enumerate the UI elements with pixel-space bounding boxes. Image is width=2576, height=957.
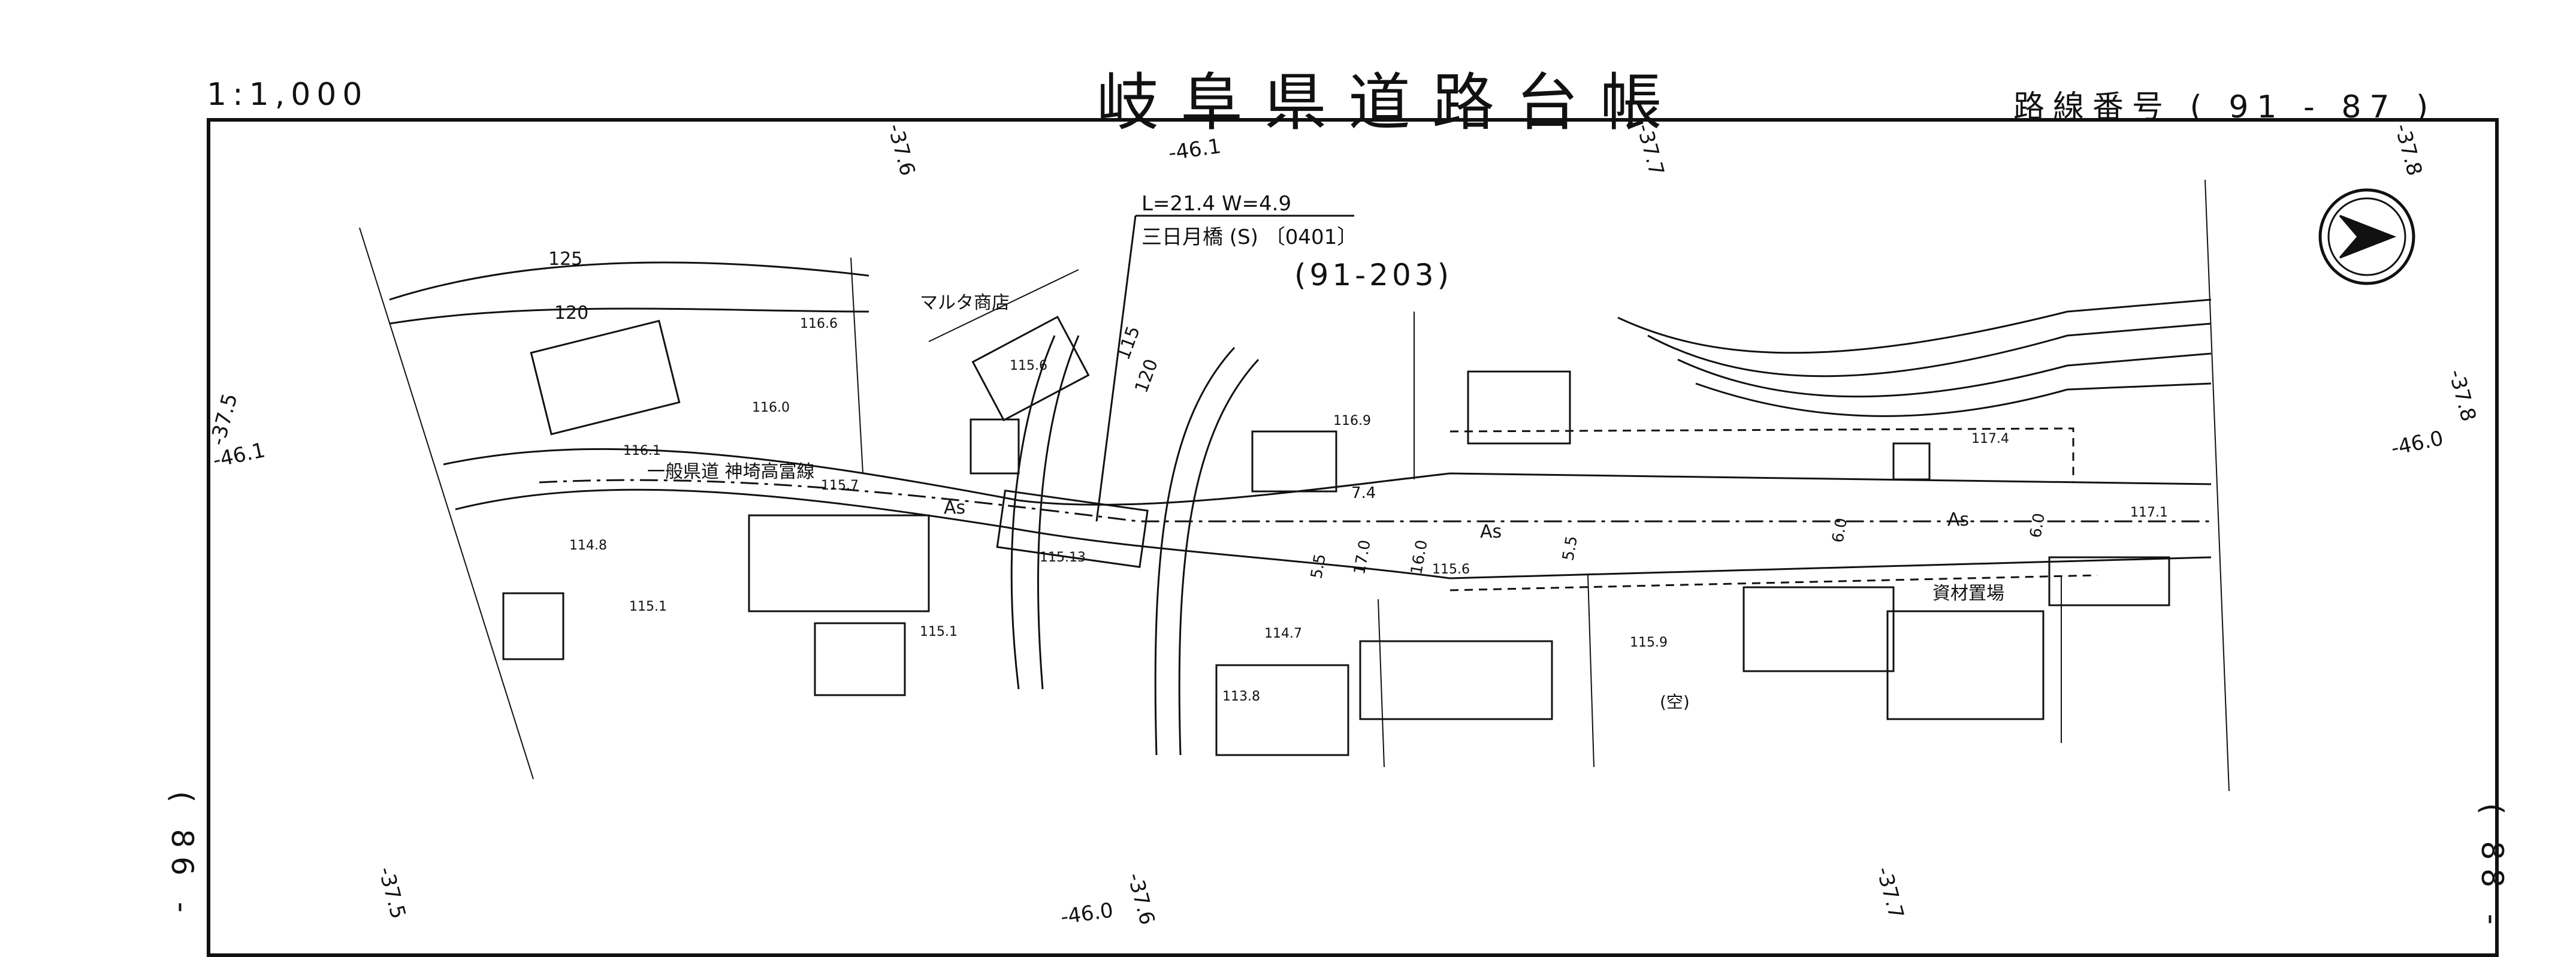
route-code: (91-203) xyxy=(1294,258,1453,292)
north-arrow xyxy=(2318,188,2415,285)
contour-line xyxy=(1677,352,2212,398)
building xyxy=(1359,640,1553,720)
spot-elevation: 115.13 xyxy=(1040,550,1086,565)
contour-line xyxy=(389,261,869,301)
adjacent-sheet-right: ( 88 - xyxy=(2475,803,2509,933)
bridge-deck xyxy=(996,490,1149,568)
adjacent-sheet-left: ( 86 - xyxy=(165,791,200,921)
bridge-leader xyxy=(1095,215,1137,522)
contour-line xyxy=(1647,322,2212,378)
building xyxy=(1892,442,1931,481)
spot-elevation: 116.6 xyxy=(800,316,838,331)
building xyxy=(502,592,564,660)
contour-line xyxy=(1617,298,2212,354)
spot-elevation: 115.6 xyxy=(1010,358,1047,373)
building xyxy=(971,315,1090,422)
spot-elevation: 115.6 xyxy=(1432,562,1470,577)
width-dimension: 7.4 xyxy=(1351,484,1376,502)
spot-elevation: 116.1 xyxy=(623,443,661,458)
contour-line xyxy=(1695,382,2212,417)
building xyxy=(814,622,906,696)
bridge-dimensions: L=21.4 W=4.9 xyxy=(1141,192,1292,216)
bridge-name: 三日月橋 (S) 〔0401〕 xyxy=(1141,225,1358,249)
materials-yard-label: 資材置場 xyxy=(1932,583,2004,604)
pavement-label: As xyxy=(1480,521,1502,542)
road-edge-south xyxy=(455,488,2212,579)
road-edge-north xyxy=(443,448,2212,506)
building xyxy=(1743,586,1895,672)
parcel-line xyxy=(359,179,2230,792)
spot-elevation: 117.4 xyxy=(1971,431,2009,446)
spot-elevation: 115.1 xyxy=(920,624,958,639)
vacant-lot-label: (空) xyxy=(1660,692,1690,712)
spot-elevation: 114.8 xyxy=(569,538,607,553)
building xyxy=(1886,610,2045,720)
building xyxy=(1467,370,1571,445)
building xyxy=(970,418,1020,475)
contour-label: 125 xyxy=(548,249,583,270)
road-boundary-dashed xyxy=(1449,427,2098,591)
building xyxy=(530,319,681,436)
spot-elevation: 115.1 xyxy=(629,599,667,614)
spot-elevation: 116.0 xyxy=(752,400,790,415)
map-scale: 1:1,000 xyxy=(207,77,369,113)
river-bank-east xyxy=(1154,346,1260,756)
page-title: 岐阜県道路台帳 xyxy=(1097,66,1684,139)
pavement-label: As xyxy=(1947,509,1970,530)
spot-elevation: 113.8 xyxy=(1222,689,1260,704)
pavement-label: As xyxy=(944,497,966,518)
shop-label: マルタ商店 xyxy=(920,292,1010,313)
spot-elevation: 116.9 xyxy=(1333,413,1371,428)
road-name-label: 一般県道 神埼高富線 xyxy=(647,461,815,482)
river-bank-west xyxy=(1010,335,1080,690)
road-centerline xyxy=(539,479,2211,523)
building xyxy=(748,514,930,612)
contour-line xyxy=(389,307,869,325)
building xyxy=(1251,430,1337,493)
building xyxy=(1215,664,1349,756)
spot-elevation: 114.7 xyxy=(1264,626,1302,641)
spot-elevation: 115.9 xyxy=(1630,635,1668,650)
spot-elevation: 117.1 xyxy=(2130,505,2168,520)
contour-label: 120 xyxy=(554,303,589,324)
spot-elevation: 115.7 xyxy=(821,478,859,493)
building xyxy=(2048,556,2170,606)
